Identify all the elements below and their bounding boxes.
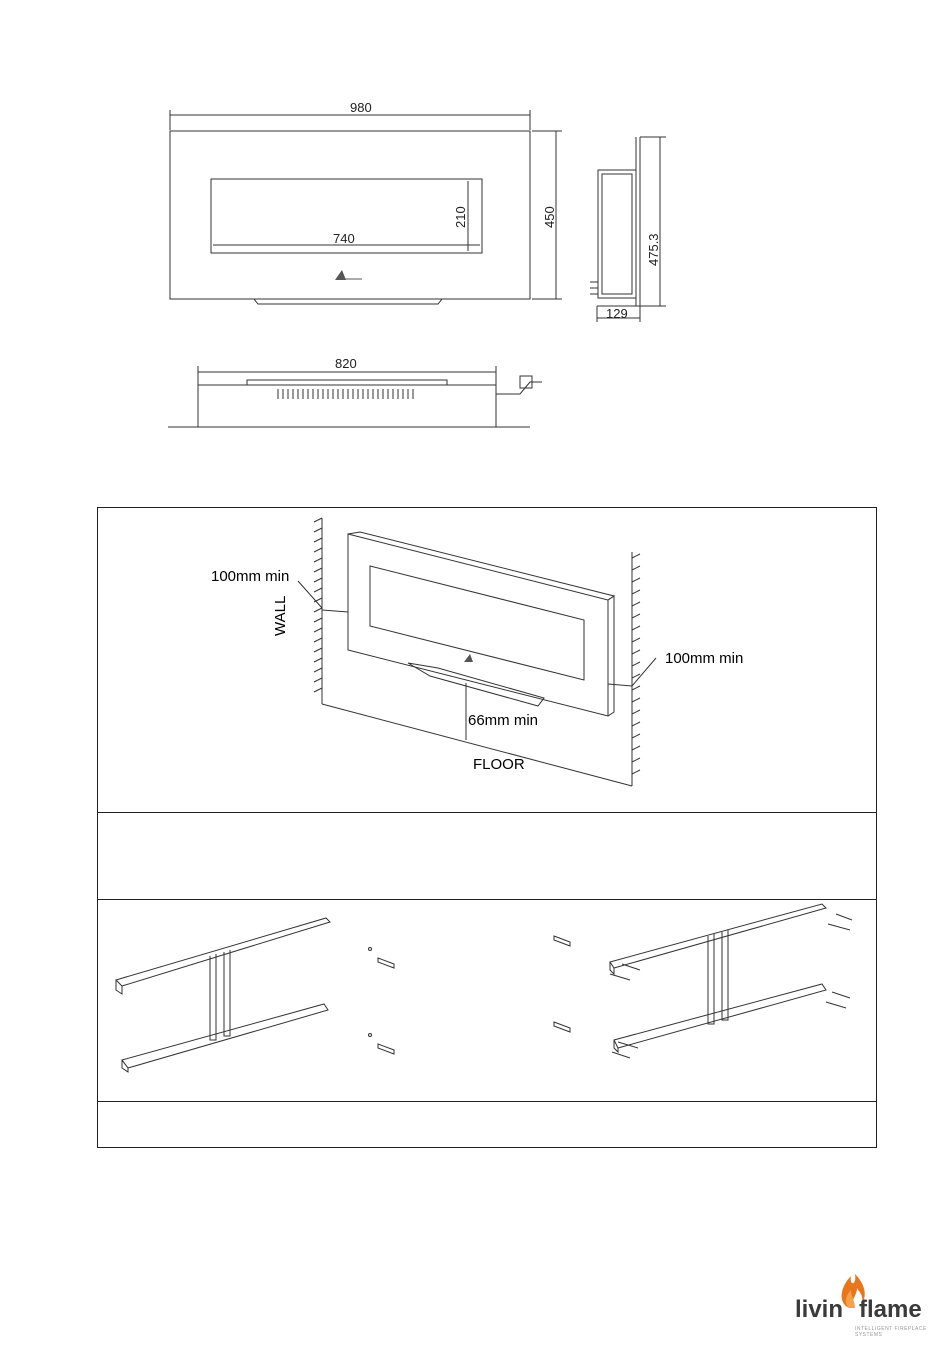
dim-side-depth: 129 bbox=[606, 306, 628, 321]
top-view-vents bbox=[278, 389, 413, 399]
wall-label: WALL bbox=[272, 596, 289, 636]
instruction-band-1 bbox=[97, 812, 877, 900]
side-view-body bbox=[598, 170, 636, 298]
logo-word-flame: flame bbox=[859, 1296, 922, 1324]
bracket-a-top-rail bbox=[116, 918, 330, 986]
front-view-outline bbox=[170, 131, 530, 299]
dim-front-width: 980 bbox=[350, 100, 372, 115]
bracket-b-bottom-rail bbox=[614, 984, 826, 1048]
left-clearance-label: 100mm min bbox=[211, 568, 289, 585]
logo-tagline: INTELLIGENT FIREPLACE SYSTEMS bbox=[855, 1326, 935, 1338]
clearance-panel: 100mm min 100mm min WALL 66mm min FLOOR bbox=[97, 507, 877, 813]
bracket-b-top-rail bbox=[610, 904, 826, 968]
right-clearance-label: 100mm min bbox=[665, 650, 743, 667]
dim-top-width: 820 bbox=[335, 356, 357, 371]
fireplace-logo-mark bbox=[464, 654, 473, 662]
technical-drawing-svg: 980 740 210 450 475.3 129 820 bbox=[0, 0, 950, 470]
bottom-clearance-label: 66mm min bbox=[468, 712, 538, 729]
dim-window-height: 210 bbox=[453, 206, 468, 228]
technical-drawing: 980 740 210 450 475.3 129 820 bbox=[0, 0, 950, 470]
dim-window-width: 740 bbox=[333, 231, 355, 246]
logo-word-livin: livin bbox=[795, 1296, 843, 1324]
floor-label: FLOOR bbox=[473, 756, 525, 773]
instruction-band-2 bbox=[97, 1101, 877, 1148]
dim-front-height: 450 bbox=[542, 206, 557, 228]
bracket-panel bbox=[97, 899, 877, 1102]
bracket-diagram bbox=[98, 900, 876, 1101]
fireplace-window bbox=[370, 566, 584, 680]
dim-side-height: 475.3 bbox=[646, 233, 661, 266]
top-view-body bbox=[198, 385, 496, 427]
brand-logo: livin flame INTELLIGENT FIREPLACE SYSTEM… bbox=[795, 1262, 935, 1332]
